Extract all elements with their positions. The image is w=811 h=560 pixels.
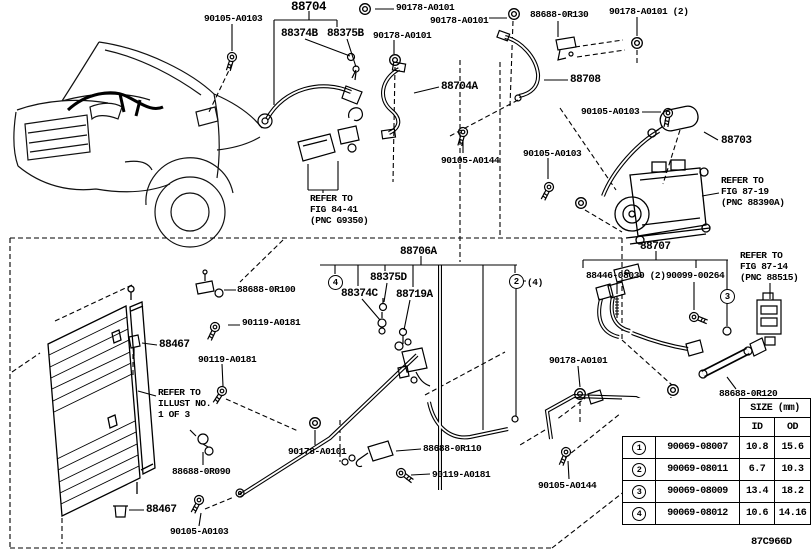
label-88375b: 88375B xyxy=(327,28,364,40)
label-90105-a0103-comp: 90105-A0103 xyxy=(581,106,640,117)
note-line: REFER TO xyxy=(158,387,201,398)
label-90119-a0181-3: 90119-A0181 xyxy=(432,469,491,480)
label-88467-1: 88467 xyxy=(159,339,190,351)
size-table-title: SIZE (mm) xyxy=(739,398,811,418)
note-line: FIG 84-41 xyxy=(310,204,358,215)
note-line: 1 OF 3 xyxy=(158,409,190,420)
row-part-number: 90069-08011 xyxy=(655,458,740,481)
row-marker: 2 xyxy=(632,462,646,477)
note-line: ILLUST NO. xyxy=(158,398,212,409)
note-line: REFER TO xyxy=(310,193,353,204)
label-88688-0r130: 88688-0R130 xyxy=(530,9,589,20)
row-id-value: 6.7 xyxy=(739,458,775,481)
engine-harness-sketch xyxy=(66,91,164,117)
note-line: (PNC 88515) xyxy=(740,272,799,283)
label-90105-a0103-bottom: 90105-A0103 xyxy=(170,526,229,537)
size-marker-4-num: 4 xyxy=(332,277,339,288)
label-88446-08030: 88446-08030 (2) xyxy=(586,270,666,281)
vehicle-sketch xyxy=(13,41,263,248)
leader-lines xyxy=(129,8,771,527)
label-90105-a0103-top: 90105-A0103 xyxy=(204,13,263,24)
size-table-col-od: OD xyxy=(774,417,811,437)
note-line: REFER TO xyxy=(721,175,764,186)
row-od-value: 14.16 xyxy=(774,502,811,525)
small-parts xyxy=(113,29,782,518)
label-88688-0r100: 88688-0R100 xyxy=(237,284,296,295)
note-refer-illust: REFER TO ILLUST NO. 1 OF 3 xyxy=(158,387,211,420)
label-88707: 88707 xyxy=(640,241,671,253)
label-90178-a0101-2: 90178-A0101 xyxy=(430,15,489,26)
label-90178-a0101-3: 90178-A0101 xyxy=(373,30,432,41)
size-table-col-id: ID xyxy=(739,417,775,437)
label-90105-a0144-1: 90105-A0144 xyxy=(441,155,500,166)
row-marker: 1 xyxy=(632,440,646,455)
note-line: (PNC 88390A) xyxy=(721,197,785,208)
note-line: FIG 87-19 xyxy=(721,186,769,197)
label-88704a: 88704A xyxy=(441,81,478,93)
table-row: 3 90069-08009 13.4 18.2 xyxy=(622,480,811,503)
label-90178-a0101-4: 90178-A0101 xyxy=(288,446,347,457)
row-marker: 4 xyxy=(632,506,646,521)
label-88375d: 88375D xyxy=(370,272,407,284)
size-marker-3-num: 3 xyxy=(724,291,731,302)
label-marker2-count: (4) xyxy=(527,277,543,288)
note-refer-fig-87-14: REFER TO FIG 87-14 (PNC 88515) xyxy=(740,250,799,283)
note-line: FIG 87-14 xyxy=(740,261,788,272)
note-line: (PNC G9350) xyxy=(310,215,369,226)
row-id-value: 10.8 xyxy=(739,436,775,459)
row-id-value: 13.4 xyxy=(739,480,775,503)
label-90105-a0103-mid: 90105-A0103 xyxy=(523,148,582,159)
row-od-value: 18.2 xyxy=(774,480,811,503)
row-part-number: 90069-08012 xyxy=(655,502,740,525)
size-marker-4: 4 xyxy=(328,275,343,290)
label-88688-0r120: 88688-0R120 xyxy=(719,388,778,399)
label-90099-00264: 90099-00264 xyxy=(666,270,725,281)
table-row: 2 90069-08011 6.7 10.3 xyxy=(622,458,811,481)
compressor-drawing xyxy=(614,159,711,245)
label-88704: 88704 xyxy=(291,0,327,14)
note-line: REFER TO xyxy=(740,250,783,261)
label-90119-a0181-1: 90119-A0181 xyxy=(242,317,301,328)
size-marker-2: 2 xyxy=(509,274,524,289)
row-marker: 3 xyxy=(632,484,646,499)
label-88688-0r090: 88688-0R090 xyxy=(172,466,231,477)
muffler-drawing xyxy=(647,105,699,138)
size-marker-3: 3 xyxy=(720,289,735,304)
label-90178-a0101-5: 90178-A0101 xyxy=(549,355,608,366)
note-refer-fig-87-19: REFER TO FIG 87-19 (PNC 88390A) xyxy=(721,175,785,208)
hoses-and-pipes xyxy=(237,35,750,498)
row-part-number: 90069-08009 xyxy=(655,480,740,503)
label-88467-2: 88467 xyxy=(146,504,177,516)
condenser-drawing xyxy=(47,285,156,518)
size-marker-2-num: 2 xyxy=(513,276,520,287)
label-88708: 88708 xyxy=(570,74,601,86)
label-90178-a0101-1: 90178-A0101 xyxy=(396,2,455,13)
dashed-lines xyxy=(9,20,725,549)
label-88688-0r110: 88688-0R110 xyxy=(423,443,482,454)
row-od-value: 10.3 xyxy=(774,458,811,481)
label-88374b: 88374B xyxy=(281,28,318,40)
table-row: 4 90069-08012 10.6 14.16 xyxy=(622,502,811,525)
drawing-code: 87C966D xyxy=(751,536,792,548)
label-88706a: 88706A xyxy=(400,246,437,258)
row-od-value: 15.6 xyxy=(774,436,811,459)
note-refer-fig-84-41: REFER TO FIG 84-41 (PNC G9350) xyxy=(310,193,369,226)
row-part-number: 90069-08007 xyxy=(655,436,740,459)
hose-size-table: SIZE (mm) ID OD 1 90069-08007 10.8 15.6 … xyxy=(622,398,811,525)
label-90105-a0144-2: 90105-A0144 xyxy=(538,480,597,491)
label-88374c: 88374C xyxy=(341,288,378,300)
table-row: 1 90069-08007 10.8 15.6 xyxy=(622,436,811,459)
label-88719a: 88719A xyxy=(396,289,433,301)
label-90119-a0181-2: 90119-A0181 xyxy=(198,354,257,365)
label-88703: 88703 xyxy=(721,135,752,147)
label-90178-a0101-x2-top: 90178-A0101 (2) xyxy=(609,6,689,17)
row-id-value: 10.6 xyxy=(739,502,775,525)
